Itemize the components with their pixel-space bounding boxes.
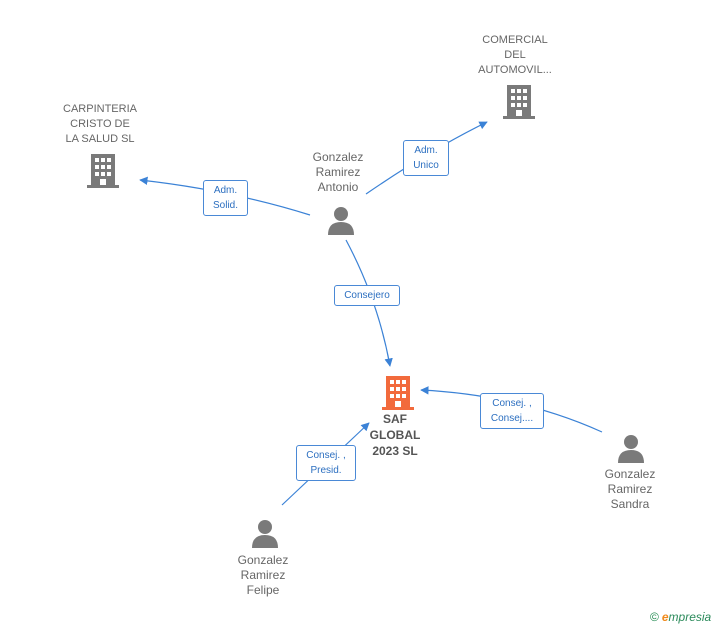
company-label-line: DEL [504, 49, 526, 61]
company-label-line: COMERCIAL [482, 34, 548, 46]
edge-label-adm-unico: Adm. Unico [403, 140, 449, 176]
edge-label-line: Consej.... [490, 413, 534, 424]
person-label-line: Felipe [246, 583, 280, 597]
company-label-line: CRISTO DE [70, 118, 130, 130]
person-label-line: Ramirez [607, 482, 653, 496]
company-label-comercial[interactable]: COMERCIAL DEL AUTOMOVIL... [455, 33, 575, 78]
person-label-line: Antonio [317, 180, 359, 194]
company-label-saf[interactable]: SAF GLOBAL 2023 SL [345, 411, 445, 459]
person-label-line: Gonzalez [312, 150, 364, 164]
edge-label-consej-presid: Consej. , Presid. [296, 445, 356, 481]
edge-label-line: Unico [413, 160, 439, 171]
person-label-antonio[interactable]: Gonzalez Ramirez Antonio [288, 150, 388, 195]
building-icon [503, 85, 535, 119]
person-label-line: Sandra [610, 497, 650, 511]
person-icon [252, 520, 278, 548]
edge-label-line: Solid. [212, 200, 238, 211]
person-label-line: Ramirez [240, 568, 286, 582]
person-label-line: Gonzalez [237, 553, 289, 567]
brand-watermark: ©empresia [650, 610, 711, 624]
company-label-line: LA SALUD SL [65, 133, 135, 145]
company-label-carpinteria[interactable]: CARPINTERIA CRISTO DE LA SALUD SL [40, 102, 160, 147]
company-label-line: 2023 SL [372, 444, 418, 458]
edge-label-adm-solid: Adm. Solid. [203, 180, 248, 216]
copyright-icon: © [650, 610, 659, 624]
company-label-line: GLOBAL [369, 428, 421, 442]
edge-label-consej-sandra: Consej. , Consej.... [480, 393, 544, 429]
company-label-line: SAF [383, 412, 407, 426]
edge-label-line: Adm. [414, 145, 438, 156]
person-label-line: Ramirez [315, 165, 361, 179]
building-icon-focus [382, 376, 414, 410]
person-icon [328, 207, 354, 235]
person-icon [618, 435, 644, 463]
person-label-line: Gonzalez [604, 467, 656, 481]
edge-label-line: Adm. [213, 185, 238, 196]
building-icon [87, 154, 119, 188]
person-label-felipe[interactable]: Gonzalez Ramirez Felipe [213, 553, 313, 598]
person-label-sandra[interactable]: Gonzalez Ramirez Sandra [580, 467, 680, 512]
brand-text: mpresia [668, 610, 712, 624]
company-label-line: AUTOMOVIL... [478, 64, 552, 76]
edge-label-line: Presid. [310, 465, 342, 476]
edge-label-consejero: Consejero [334, 285, 400, 306]
company-label-line: CARPINTERIA [63, 103, 137, 115]
brand-e: e [661, 610, 669, 624]
edge-label-line: Consejero [344, 290, 390, 301]
edge-label-line: Consej. , [492, 398, 532, 409]
edge-label-line: Consej. , [306, 450, 346, 461]
